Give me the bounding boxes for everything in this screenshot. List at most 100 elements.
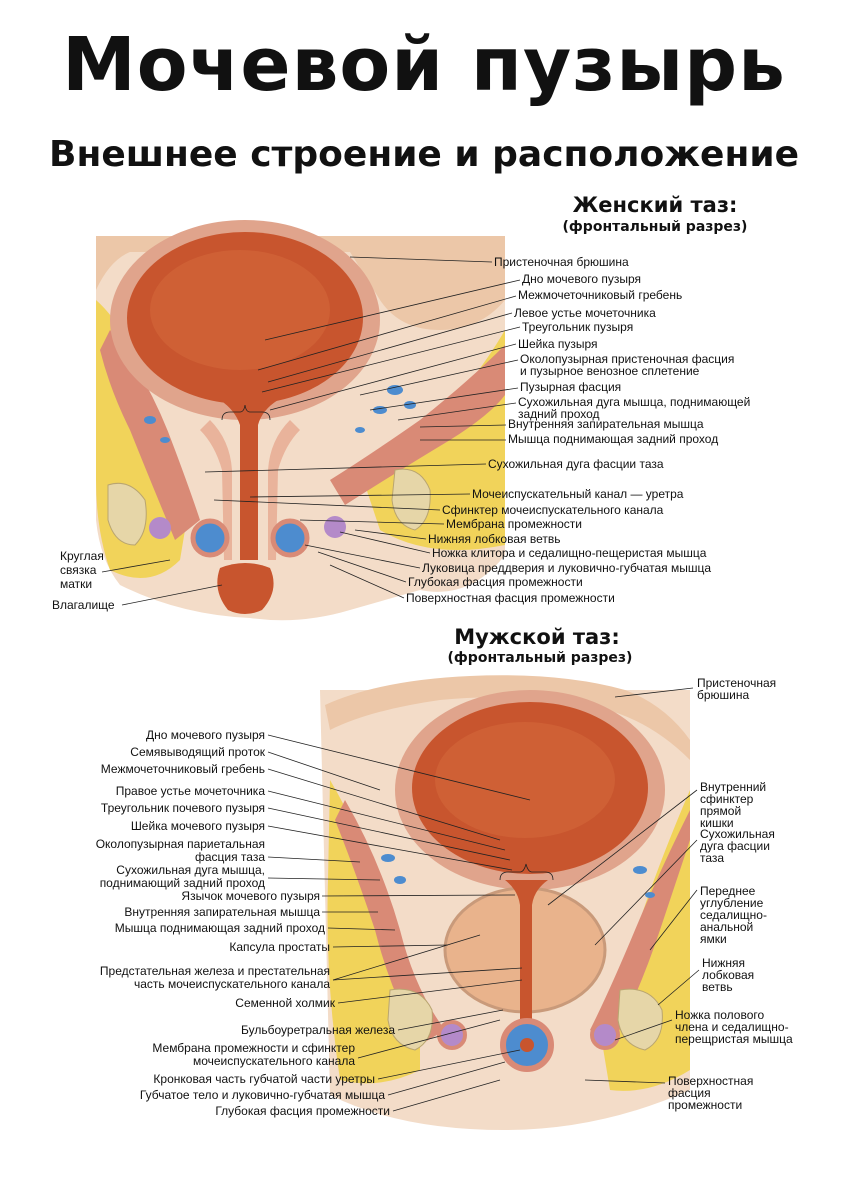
female-label-inferior-pubic-ramus: Нижняя лобковая ветвь xyxy=(428,532,560,546)
male-label-perineal-membrane-2: мочеиспускательного канала xyxy=(193,1054,355,1068)
female-label-venous-plexus: и пузырное венозное сплетение xyxy=(520,364,700,378)
male-label-uvula: Язычок мочевого пузыря xyxy=(181,889,320,903)
male-label-ischioanal-fossa-2: углубление xyxy=(700,896,764,910)
female-bladder-highlight xyxy=(150,250,330,370)
male-label-obturator-internus: Внутренняя запирательная мышца xyxy=(124,905,320,919)
male-label-corpus-spongiosum: Губчатое тело и луковично-губчатая мышца xyxy=(140,1088,385,1102)
male-label-internal-sphincter-3: прямой xyxy=(700,804,741,818)
female-label-interureteric-ridge: Межмочеточниковый гребень xyxy=(518,288,682,302)
female-label-bladder-neck: Шейка пузыря xyxy=(518,337,598,351)
male-label-penis-crus-3: перещристая мышца xyxy=(675,1032,793,1046)
male-label-interureteric-ridge: Межмочеточниковый гребень xyxy=(101,762,265,776)
female-label-vagina: Влагалище xyxy=(52,598,115,612)
male-label-vas-deferens: Семявыводящий проток xyxy=(130,745,265,759)
male-peritoneum xyxy=(325,675,690,760)
male-label-internal-sphincter-1: Внутренний xyxy=(700,780,766,794)
female-label-levator-arch-2: задний проход xyxy=(518,407,600,421)
female-urethra xyxy=(220,400,278,560)
male-label-bladder-fundus: Дно мочевого пузыря xyxy=(146,728,265,742)
male-label-penis-crus-2: члена и седалищно- xyxy=(675,1020,789,1034)
male-neck-brace xyxy=(499,863,554,881)
male-muscle-right xyxy=(590,810,690,1045)
male-label-ischioanal-fossa-3: седалищно- xyxy=(700,908,767,922)
female-labels: Пристеночная брюшина Дно мочевого пузыря… xyxy=(52,255,750,612)
female-clitoris-crus-right xyxy=(324,516,346,538)
male-label-deep-perineal-fascia: Глубокая фасция промежности xyxy=(215,1104,390,1118)
male-label-ischioanal-fossa-1: Переднее xyxy=(700,884,756,898)
male-label-fascia-arch-2: дуга фасции xyxy=(700,839,770,853)
male-label-pubic-ramus-1: Нижняя xyxy=(702,956,745,970)
female-label-levator-ani: Мышца поднимающая задний проход xyxy=(508,432,718,446)
female-pubic-bone-left xyxy=(107,482,147,546)
male-urethra xyxy=(505,880,548,1050)
female-label-urethra: Мочеиспускательный канал — уретра xyxy=(472,487,684,501)
male-label-ischioanal-fossa-4: анальной xyxy=(700,920,753,934)
male-label-internal-sphincter-4: кишки xyxy=(700,816,734,830)
male-muscle-left xyxy=(335,800,445,1045)
male-penis-crus-left xyxy=(437,1020,467,1050)
male-label-levator-ani: Мышца поднимающая задний проход xyxy=(115,921,325,935)
male-label-pubic-ramus-2: лобковая xyxy=(702,968,754,982)
male-label-pubic-ramus-3: ветвь xyxy=(702,980,733,994)
male-label-bulbourethral-gland: Бульбоуретральная железа xyxy=(241,1023,395,1037)
male-label-superficial-fascia-3: промежности xyxy=(668,1098,742,1112)
male-section-title: Мужской таз: xyxy=(454,625,620,649)
female-label-pelvic-fascia-arch: Сухожильная дуга фасции таза xyxy=(488,457,664,471)
male-label-right-ureter-orifice: Правое устье мочеточника xyxy=(116,784,266,798)
female-vestibule-bulb-right xyxy=(270,518,310,558)
male-pelvis-illustration xyxy=(320,675,690,1130)
male-label-ischioanal-fossa-5: ямки xyxy=(700,932,727,946)
female-label-vestibule-bulb: Луковица преддверия и луковично-губчатая… xyxy=(422,561,711,575)
female-label-round-ligament-3: матки xyxy=(60,577,92,591)
male-label-levator-arch-1: Сухожильная дуга мышца, xyxy=(116,863,265,877)
female-label-bladder-fundus: Дно мочевого пузыря xyxy=(522,272,641,286)
male-label-superficial-fascia-1: Поверхностная xyxy=(668,1074,753,1088)
male-label-bulbous-urethra: Кронковая часть губчатой части уретры xyxy=(153,1072,375,1086)
male-label-peritoneum-2: брюшина xyxy=(697,688,750,702)
female-label-levator-arch: Сухожильная дуга мышца, поднимающей xyxy=(518,395,750,409)
female-label-parietal-peritoneum: Пристеночная брюшина xyxy=(494,255,629,269)
male-label-perineal-membrane-1: Мембрана промежности и сфинктер xyxy=(152,1041,355,1055)
female-label-urethral-sphincter: Сфинктер мочеиспускательного канала xyxy=(442,503,664,517)
male-label-prostate-2: часть мочеиспускательного канала xyxy=(134,977,330,991)
female-label-deep-perineal-fascia: Глубокая фасция промежности xyxy=(408,575,583,589)
male-label-paravesical-fascia-1: Околопузырная париетальная xyxy=(96,837,265,851)
female-label-round-ligament-1: Круглая xyxy=(60,549,104,563)
female-label-round-ligament-2: связка xyxy=(60,563,97,577)
female-muscle-right xyxy=(330,345,505,505)
male-label-internal-sphincter-2: сфинктер xyxy=(700,792,754,806)
male-label-bladder-neck: Шейка мочевого пузыря xyxy=(131,819,265,833)
male-penis-crus-right xyxy=(590,1020,620,1050)
male-label-superficial-fascia-2: фасция xyxy=(668,1086,711,1100)
female-clitoris-crus-left xyxy=(149,517,171,539)
male-label-prostate-capsule: Капсула простаты xyxy=(229,940,330,954)
female-label-vesical-fascia: Пузырная фасция xyxy=(520,380,621,394)
male-label-prostate-1: Предстательная железа и престательная xyxy=(100,964,330,978)
female-label-paravesical-fascia: Околопузырная пристеночная фасция xyxy=(520,352,734,366)
female-pubic-bone-right xyxy=(391,468,431,531)
male-label-peritoneum-1: Пристеночная xyxy=(697,676,776,690)
page-subtitle: Внешнее строение и расположение xyxy=(49,134,799,175)
female-peritoneum xyxy=(96,236,505,330)
female-label-left-ureter-orifice: Левое устье мочеточника xyxy=(514,306,656,320)
female-section-subtitle: (фронтальный разрез) xyxy=(562,219,748,235)
male-venous-plexus xyxy=(381,854,655,898)
female-neck-brace xyxy=(221,404,271,421)
male-right-labels: Пристеночная брюшина Внутренний сфинктер… xyxy=(547,676,793,1112)
female-label-superficial-perineal-fascia: Поверхностная фасция промежности xyxy=(406,591,615,605)
male-label-levator-arch-2: поднимающий задний проход xyxy=(100,876,265,890)
female-pelvis-illustration xyxy=(96,220,505,621)
male-label-fascia-arch-3: таза xyxy=(700,851,724,865)
female-label-obturator-internus: Внутренняя запирательная мышца xyxy=(508,417,704,431)
female-muscle-left xyxy=(100,330,200,540)
female-section-title: Женский таз: xyxy=(572,193,738,217)
female-vagina xyxy=(217,563,274,614)
female-label-perineal-membrane: Мембрана промежности xyxy=(446,517,582,531)
male-label-fascia-arch-1: Сухожильная xyxy=(700,827,775,841)
male-label-paravesical-fascia-2: фасция таза xyxy=(195,850,265,864)
female-label-clitoris-crus: Ножка клитора и седалищно-пещеристая мыш… xyxy=(432,546,707,560)
male-label-bladder-trigone: Треугольник почевого пузыря xyxy=(101,801,265,815)
female-vestibule-bulb-left xyxy=(190,518,230,558)
male-section-subtitle: (фронтальный разрез) xyxy=(447,650,633,666)
